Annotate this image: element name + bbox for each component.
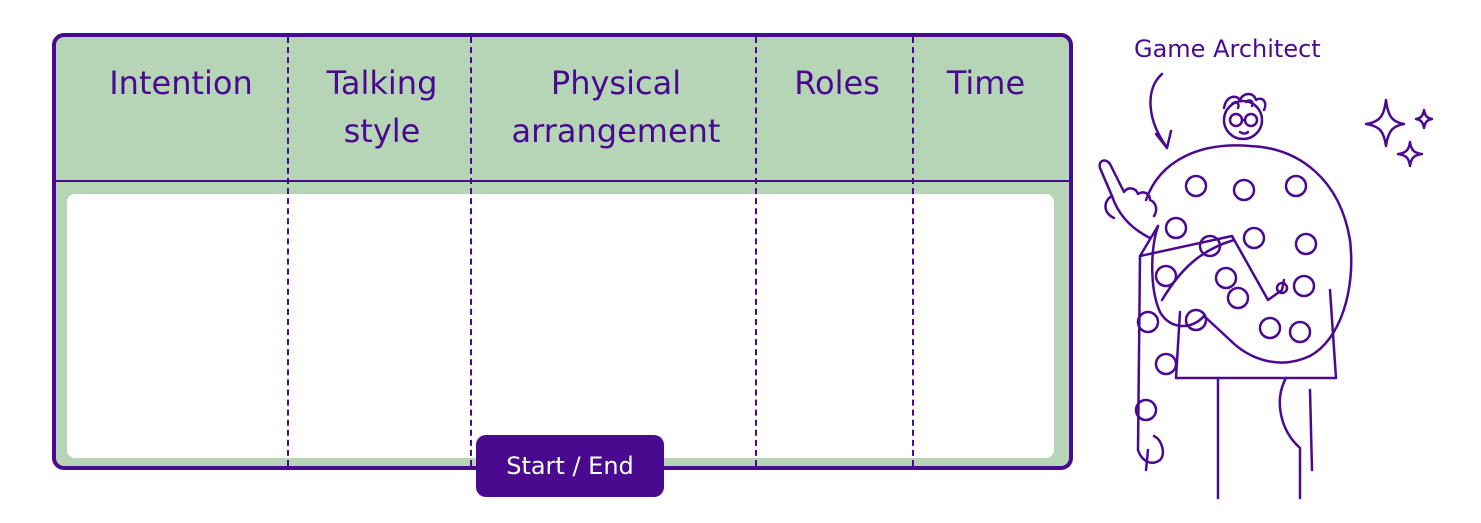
header-divider: [56, 180, 1069, 182]
column-header-roles: Roles: [794, 64, 880, 102]
character-head-icon: [1222, 92, 1267, 141]
column-divider: [755, 37, 757, 466]
column-header-physical-arrangement: Physical arrangement: [511, 64, 721, 150]
table-body-area[interactable]: [67, 194, 1054, 458]
activity-table: Intention Talking style Physical arrange…: [52, 33, 1073, 470]
column-header-talking-style: Talking style: [326, 64, 438, 150]
column-header-time: Time: [946, 64, 1026, 102]
curved-arrow-icon: [1149, 72, 1173, 150]
column-divider: [912, 37, 914, 466]
start-end-button[interactable]: Start / End: [476, 435, 664, 497]
shirt-dots-icon: [1134, 174, 1318, 422]
character-body-icon: [1136, 144, 1353, 500]
column-divider: [287, 37, 289, 466]
pointing-hand-icon: [1098, 159, 1158, 240]
lower-hand-icon: [1136, 434, 1165, 472]
sparkles-icon: [1364, 98, 1434, 168]
game-architect-illustration: [1098, 72, 1434, 500]
column-header-intention: Intention: [109, 64, 253, 102]
game-architect-label: Game Architect: [1134, 35, 1321, 63]
column-divider: [470, 37, 472, 466]
